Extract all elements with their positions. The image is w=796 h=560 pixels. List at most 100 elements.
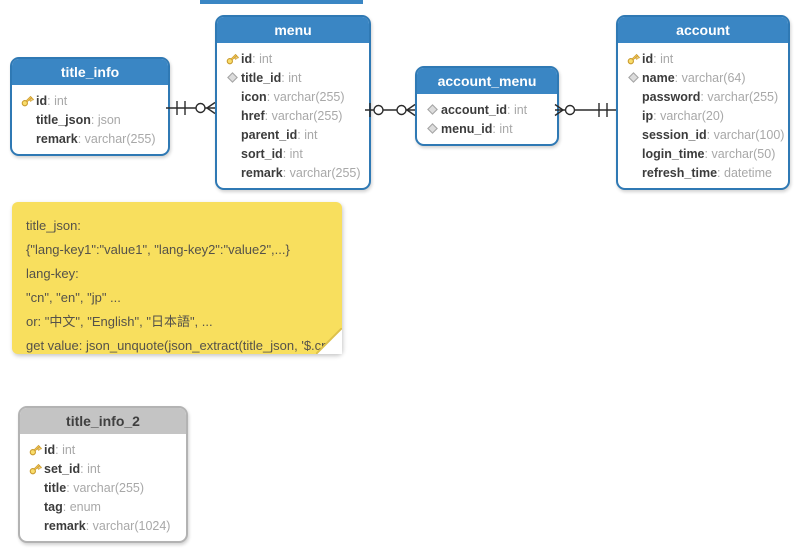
table-header-title_info[interactable]: title_info bbox=[12, 59, 168, 85]
offscreen-table-edge[interactable] bbox=[200, 0, 363, 4]
field-separator: : bbox=[264, 108, 272, 123]
table-header-title_info_2[interactable]: title_info_2 bbox=[20, 408, 186, 434]
field-name: tag bbox=[44, 499, 63, 514]
field-type: varchar(50) bbox=[711, 146, 776, 161]
table-header-menu[interactable]: menu bbox=[217, 17, 369, 43]
field-row-set_id[interactable]: set_id: int bbox=[26, 459, 180, 478]
field-separator: : bbox=[653, 51, 661, 66]
field-row-menu_id[interactable]: menu_id: int bbox=[423, 119, 551, 138]
field-name: title bbox=[44, 480, 67, 495]
field-separator: : bbox=[704, 146, 712, 161]
field-row-password[interactable]: password: varchar(255) bbox=[624, 87, 782, 106]
sticky-note[interactable]: title_json:{"lang-key1":"value1", "lang-… bbox=[12, 202, 342, 354]
field-separator: : bbox=[80, 461, 88, 476]
field-row-id[interactable]: id: int bbox=[26, 440, 180, 459]
field-type: int bbox=[289, 146, 303, 161]
field-row-remark[interactable]: remark: varchar(255) bbox=[18, 129, 162, 148]
field-separator: : bbox=[507, 102, 514, 117]
field-type: varchar(255) bbox=[271, 108, 343, 123]
field-type: json bbox=[97, 112, 121, 127]
field-type: int bbox=[513, 102, 528, 117]
field-separator: : bbox=[282, 146, 290, 161]
field-separator: : bbox=[90, 112, 98, 127]
table-header-account_menu[interactable]: account_menu bbox=[417, 68, 557, 94]
field-name: refresh_time bbox=[642, 165, 718, 180]
field-row-session_id[interactable]: session_id: varchar(100) bbox=[624, 125, 784, 144]
field-name: password bbox=[642, 89, 701, 104]
relationship-account_menu-account[interactable] bbox=[554, 103, 616, 117]
field-name: name bbox=[642, 70, 675, 85]
field-type: varchar(255) bbox=[289, 165, 361, 180]
field-separator: : bbox=[252, 51, 260, 66]
field-name: session_id bbox=[642, 127, 707, 142]
field-row-icon[interactable]: icon: varchar(255) bbox=[223, 87, 363, 106]
field-type: int bbox=[499, 121, 513, 136]
field-row-account_id[interactable]: account_id: int bbox=[423, 100, 551, 119]
note-folded-corner-icon bbox=[316, 328, 342, 354]
field-separator: : bbox=[85, 518, 93, 533]
key-icon bbox=[26, 462, 44, 476]
field-row-href[interactable]: href: varchar(255) bbox=[223, 106, 363, 125]
field-row-title_json[interactable]: title_json: json bbox=[18, 110, 162, 129]
table-title: menu bbox=[274, 22, 312, 38]
field-name: id bbox=[36, 93, 48, 108]
field-name: sort_id bbox=[241, 146, 283, 161]
note-line: lang-key: bbox=[26, 266, 79, 281]
field-row-parent_id[interactable]: parent_id: int bbox=[223, 125, 363, 144]
field-type: varchar(255) bbox=[707, 89, 779, 104]
field-row-name[interactable]: name: varchar(64) bbox=[624, 68, 782, 87]
field-type: int bbox=[54, 93, 68, 108]
field-row-sort_id[interactable]: sort_id: int bbox=[223, 144, 363, 163]
table-header-account[interactable]: account bbox=[618, 17, 788, 43]
field-name: account_id bbox=[441, 102, 507, 117]
field-type: varchar(1024) bbox=[92, 518, 171, 533]
field-type: int bbox=[660, 51, 674, 66]
field-row-remark[interactable]: remark: varchar(255) bbox=[223, 163, 363, 182]
field-type: varchar(20) bbox=[660, 108, 724, 123]
field-name: id bbox=[241, 51, 253, 66]
field-row-refresh_time[interactable]: refresh_time: datetime bbox=[624, 163, 782, 182]
table-title: account bbox=[676, 22, 730, 38]
field-row-tag[interactable]: tag: enum bbox=[26, 497, 180, 516]
field-type: varchar(255) bbox=[273, 89, 345, 104]
field-row-login_time[interactable]: login_time: varchar(50) bbox=[624, 144, 782, 163]
field-separator: : bbox=[674, 70, 682, 85]
relationship-title_info-menu[interactable] bbox=[166, 101, 216, 115]
note-line: or: "中文", "English", "日本語", ... bbox=[26, 314, 213, 329]
field-name: login_time bbox=[642, 146, 705, 161]
field-row-title[interactable]: title: varchar(255) bbox=[26, 478, 180, 497]
table-title: title_info bbox=[60, 64, 120, 80]
key-icon bbox=[18, 94, 36, 108]
field-separator: : bbox=[492, 121, 500, 136]
field-row-ip[interactable]: ip: varchar(20) bbox=[624, 106, 782, 125]
field-separator: : bbox=[706, 127, 714, 142]
field-separator: : bbox=[47, 93, 55, 108]
field-separator: : bbox=[700, 89, 708, 104]
note-line: {"lang-key1":"value1", "lang-key2":"valu… bbox=[26, 242, 290, 257]
field-row-title_id[interactable]: title_id: int bbox=[223, 68, 363, 87]
field-row-id[interactable]: id: int bbox=[223, 49, 363, 68]
field-name: set_id bbox=[44, 461, 81, 476]
sticky-note-text: title_json:{"lang-key1":"value1", "lang-… bbox=[26, 214, 335, 358]
key-icon bbox=[26, 443, 44, 457]
field-row-id[interactable]: id: int bbox=[624, 49, 782, 68]
field-name: menu_id bbox=[441, 121, 493, 136]
table-title: title_info_2 bbox=[66, 413, 140, 429]
note-line: "cn", "en", "jp" ... bbox=[26, 290, 121, 305]
field-name: id bbox=[642, 51, 654, 66]
field-row-remark[interactable]: remark: varchar(1024) bbox=[26, 516, 180, 535]
field-type: int bbox=[62, 442, 76, 457]
field-separator: : bbox=[297, 127, 305, 142]
relationship-menu-account_menu[interactable] bbox=[365, 103, 416, 117]
field-type: int bbox=[288, 70, 302, 85]
field-row-id[interactable]: id: int bbox=[18, 91, 162, 110]
